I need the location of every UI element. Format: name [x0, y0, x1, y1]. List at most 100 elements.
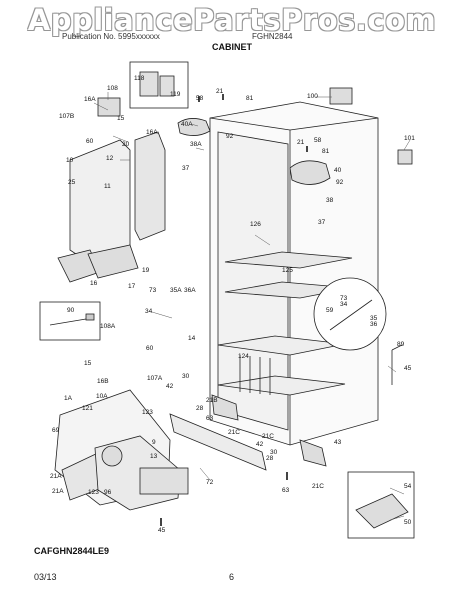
callout-21a-2: 21A	[52, 488, 64, 495]
callout-35: 35	[370, 315, 378, 322]
callout-63-2: 63	[282, 487, 290, 494]
callout-28: 28	[196, 405, 204, 412]
callout-34: 34	[145, 308, 153, 315]
callout-43: 43	[334, 439, 342, 446]
callout-81-2: 81	[322, 148, 330, 155]
publication-number: Publication No. 5995xxxxxx	[62, 32, 160, 41]
callout-119: 119	[170, 91, 181, 98]
callout-59: 59	[326, 307, 334, 314]
callout-100: 100	[307, 93, 318, 100]
ice-chute-assembly	[57, 97, 166, 283]
callout-69: 69	[52, 427, 60, 434]
callout-38: 38	[326, 197, 334, 204]
callout-90: 90	[67, 307, 75, 314]
callout-10a: 10A	[96, 393, 108, 400]
callout-12: 12	[106, 155, 114, 162]
callout-121: 121	[82, 405, 93, 412]
callout-101: 101	[404, 135, 415, 142]
callout-28-2: 28	[266, 455, 274, 462]
callout-37: 37	[182, 165, 190, 172]
callout-16: 16	[90, 280, 98, 287]
callout-34-2: 34	[340, 301, 348, 308]
top-hinge-left	[177, 118, 211, 136]
callout-45-2: 45	[158, 527, 166, 534]
callout-37-2: 37	[318, 219, 326, 226]
callout-126: 126	[250, 221, 261, 228]
wire-harness-inset	[39, 301, 101, 341]
callout-21c-2: 21C	[262, 433, 274, 440]
callout-123: 123	[142, 409, 153, 416]
callout-20: 20	[122, 141, 130, 148]
inset-box-top	[129, 61, 189, 109]
callout-107b: 107B	[59, 113, 74, 120]
callout-19: 19	[142, 267, 150, 274]
callout-73-2: 73	[340, 295, 348, 302]
callout-16b: 16B	[97, 378, 109, 385]
callout-92: 92	[226, 133, 234, 140]
callout-50: 50	[404, 519, 412, 526]
callout-14: 14	[188, 335, 196, 342]
callout-36: 36	[370, 321, 378, 328]
footer-page-number: 6	[229, 572, 235, 582]
callout-108a: 108A	[100, 323, 116, 330]
screws	[160, 94, 308, 526]
callout-30-2: 30	[270, 449, 278, 456]
callout-124: 124	[238, 353, 249, 360]
callout-11: 11	[104, 183, 111, 190]
callout-13: 13	[150, 453, 158, 460]
callout-81: 81	[246, 95, 254, 102]
callout-107a: 107A	[147, 375, 163, 382]
inset-box-bottom	[347, 471, 415, 539]
dispenser-housing	[54, 389, 189, 511]
callout-17: 17	[128, 283, 136, 290]
callout-30: 30	[182, 373, 190, 380]
callout-72: 72	[206, 479, 214, 486]
callout-15: 15	[117, 115, 125, 122]
callout-15-2: 15	[84, 360, 92, 367]
callout-16a: 16A	[84, 96, 96, 103]
callout-45: 45	[404, 365, 412, 372]
callout-60-2: 60	[146, 345, 154, 352]
callout-89: 89	[397, 341, 405, 348]
callout-40a: 40A	[181, 121, 193, 128]
callout-58: 58	[196, 95, 204, 102]
model-number: CAFGHN2844LE9	[34, 546, 110, 556]
callout-16a-2: 16A	[146, 129, 158, 136]
callout-54: 54	[404, 483, 412, 490]
hinge-cover-100	[329, 87, 353, 105]
cabinet-shell	[209, 101, 379, 446]
detail-circle	[313, 277, 387, 351]
model-header: FGHN2844	[252, 32, 293, 41]
watermark: AppliancePartsPros.com	[27, 3, 437, 37]
callout-labels: 118 119 108 16A 107B 15 16A 60 20 12 10 …	[50, 75, 415, 534]
callout-21-2: 21	[297, 139, 305, 146]
callout-123-2: 123	[88, 489, 99, 496]
callout-1a: 1A	[64, 395, 73, 402]
callout-42-2: 42	[256, 441, 264, 448]
callout-21b: 21B	[206, 397, 218, 404]
callout-10: 10	[66, 157, 74, 164]
callout-63: 63	[206, 415, 214, 422]
callout-40: 40	[334, 167, 342, 174]
front-grille-72	[169, 413, 267, 471]
callout-108: 108	[107, 85, 118, 92]
callout-92-2: 92	[336, 179, 344, 186]
callout-125: 125	[282, 267, 293, 274]
callout-42: 42	[166, 383, 174, 390]
callout-118: 118	[134, 75, 145, 82]
footer-date: 03/13	[34, 572, 57, 582]
callout-25: 25	[68, 179, 76, 186]
bottom-hinge-right	[211, 394, 327, 467]
callout-96: 96	[104, 489, 112, 496]
callout-21: 21	[216, 88, 224, 95]
top-hinge-right	[289, 160, 331, 185]
callout-60: 60	[86, 138, 94, 145]
page-title: CABINET	[212, 42, 252, 52]
hinge-cover-101	[397, 149, 413, 165]
callout-21c: 21C	[228, 429, 240, 436]
callout-21c-3: 21C	[312, 483, 324, 490]
callout-73: 73	[149, 287, 157, 294]
callout-21a: 21A	[50, 473, 62, 480]
callout-36a: 36A	[184, 287, 196, 294]
